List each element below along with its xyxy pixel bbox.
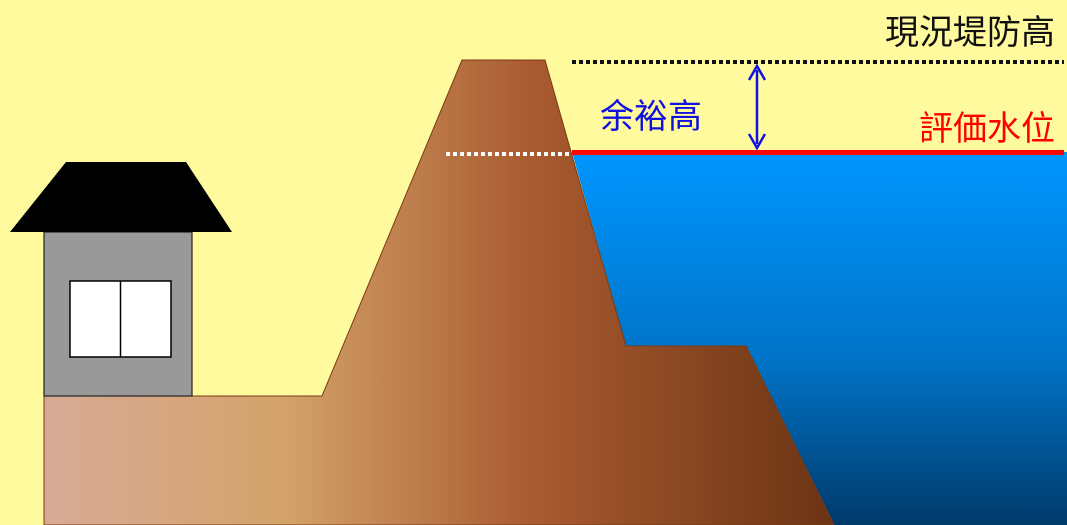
water-body	[572, 152, 1067, 525]
freeboard-label: 余裕高	[600, 97, 702, 137]
evaluation-water-level-label: 評価水位	[919, 109, 1055, 149]
freeboard-arrow	[747, 63, 767, 151]
house-roof	[10, 162, 232, 232]
current-levee-height-label: 現況堤防高	[885, 13, 1055, 53]
house	[10, 162, 232, 397]
levee-embankment	[43, 59, 835, 525]
